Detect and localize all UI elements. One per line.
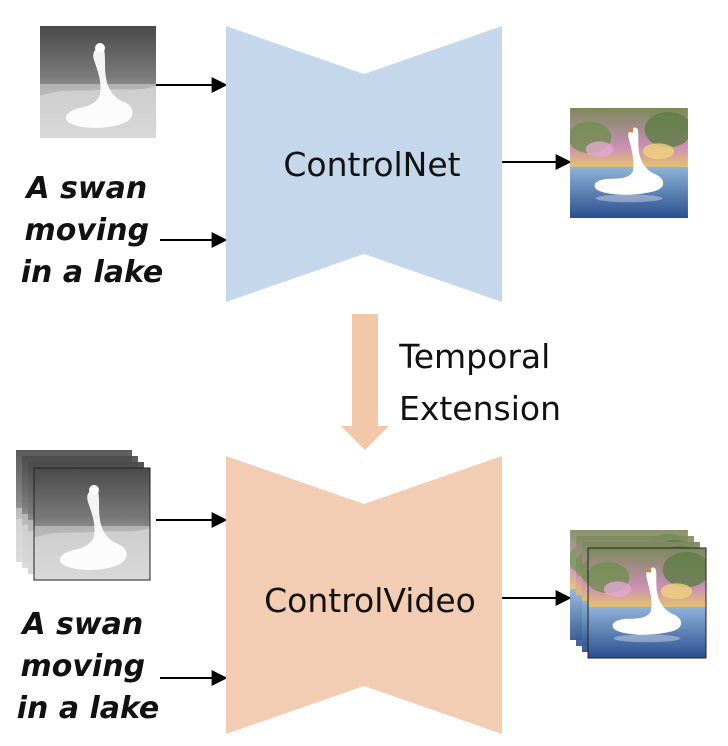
bottom-prompt-line-3: in a lake — [17, 691, 160, 726]
controlvideo-label: ControlVideo — [264, 581, 476, 620]
bottom-prompt-line-1: A swan — [20, 607, 143, 642]
top-prompt-line-1: A swan — [24, 171, 147, 206]
temporal-extension-label: Temporal Extension — [398, 337, 561, 428]
svg-text:A swan moving in a: A swan moving in a lake — [21, 171, 164, 290]
svg-text:A swan moving in a: A swan moving in a lake — [17, 607, 160, 726]
controlnet-label: ControlNet — [283, 145, 460, 184]
bottom-output-image-stack — [570, 530, 707, 659]
controlnet-block — [226, 26, 502, 302]
bottom-depth-map-stack — [16, 450, 151, 581]
temporal-extension-arrow — [341, 314, 389, 450]
bottom-prompt: A swan moving in a lake — [17, 607, 160, 726]
top-prompt-line-3: in a lake — [21, 255, 164, 290]
top-prompt-line-2: moving — [25, 213, 150, 248]
controlvideo-block — [226, 456, 502, 734]
top-depth-map — [40, 26, 156, 138]
bottom-prompt-line-2: moving — [21, 649, 146, 684]
top-output-image — [570, 108, 688, 218]
temporal-extension-line-2: Extension — [399, 389, 561, 428]
temporal-extension-line-1: Temporal — [398, 337, 550, 376]
top-prompt: A swan moving in a lake — [21, 171, 164, 290]
